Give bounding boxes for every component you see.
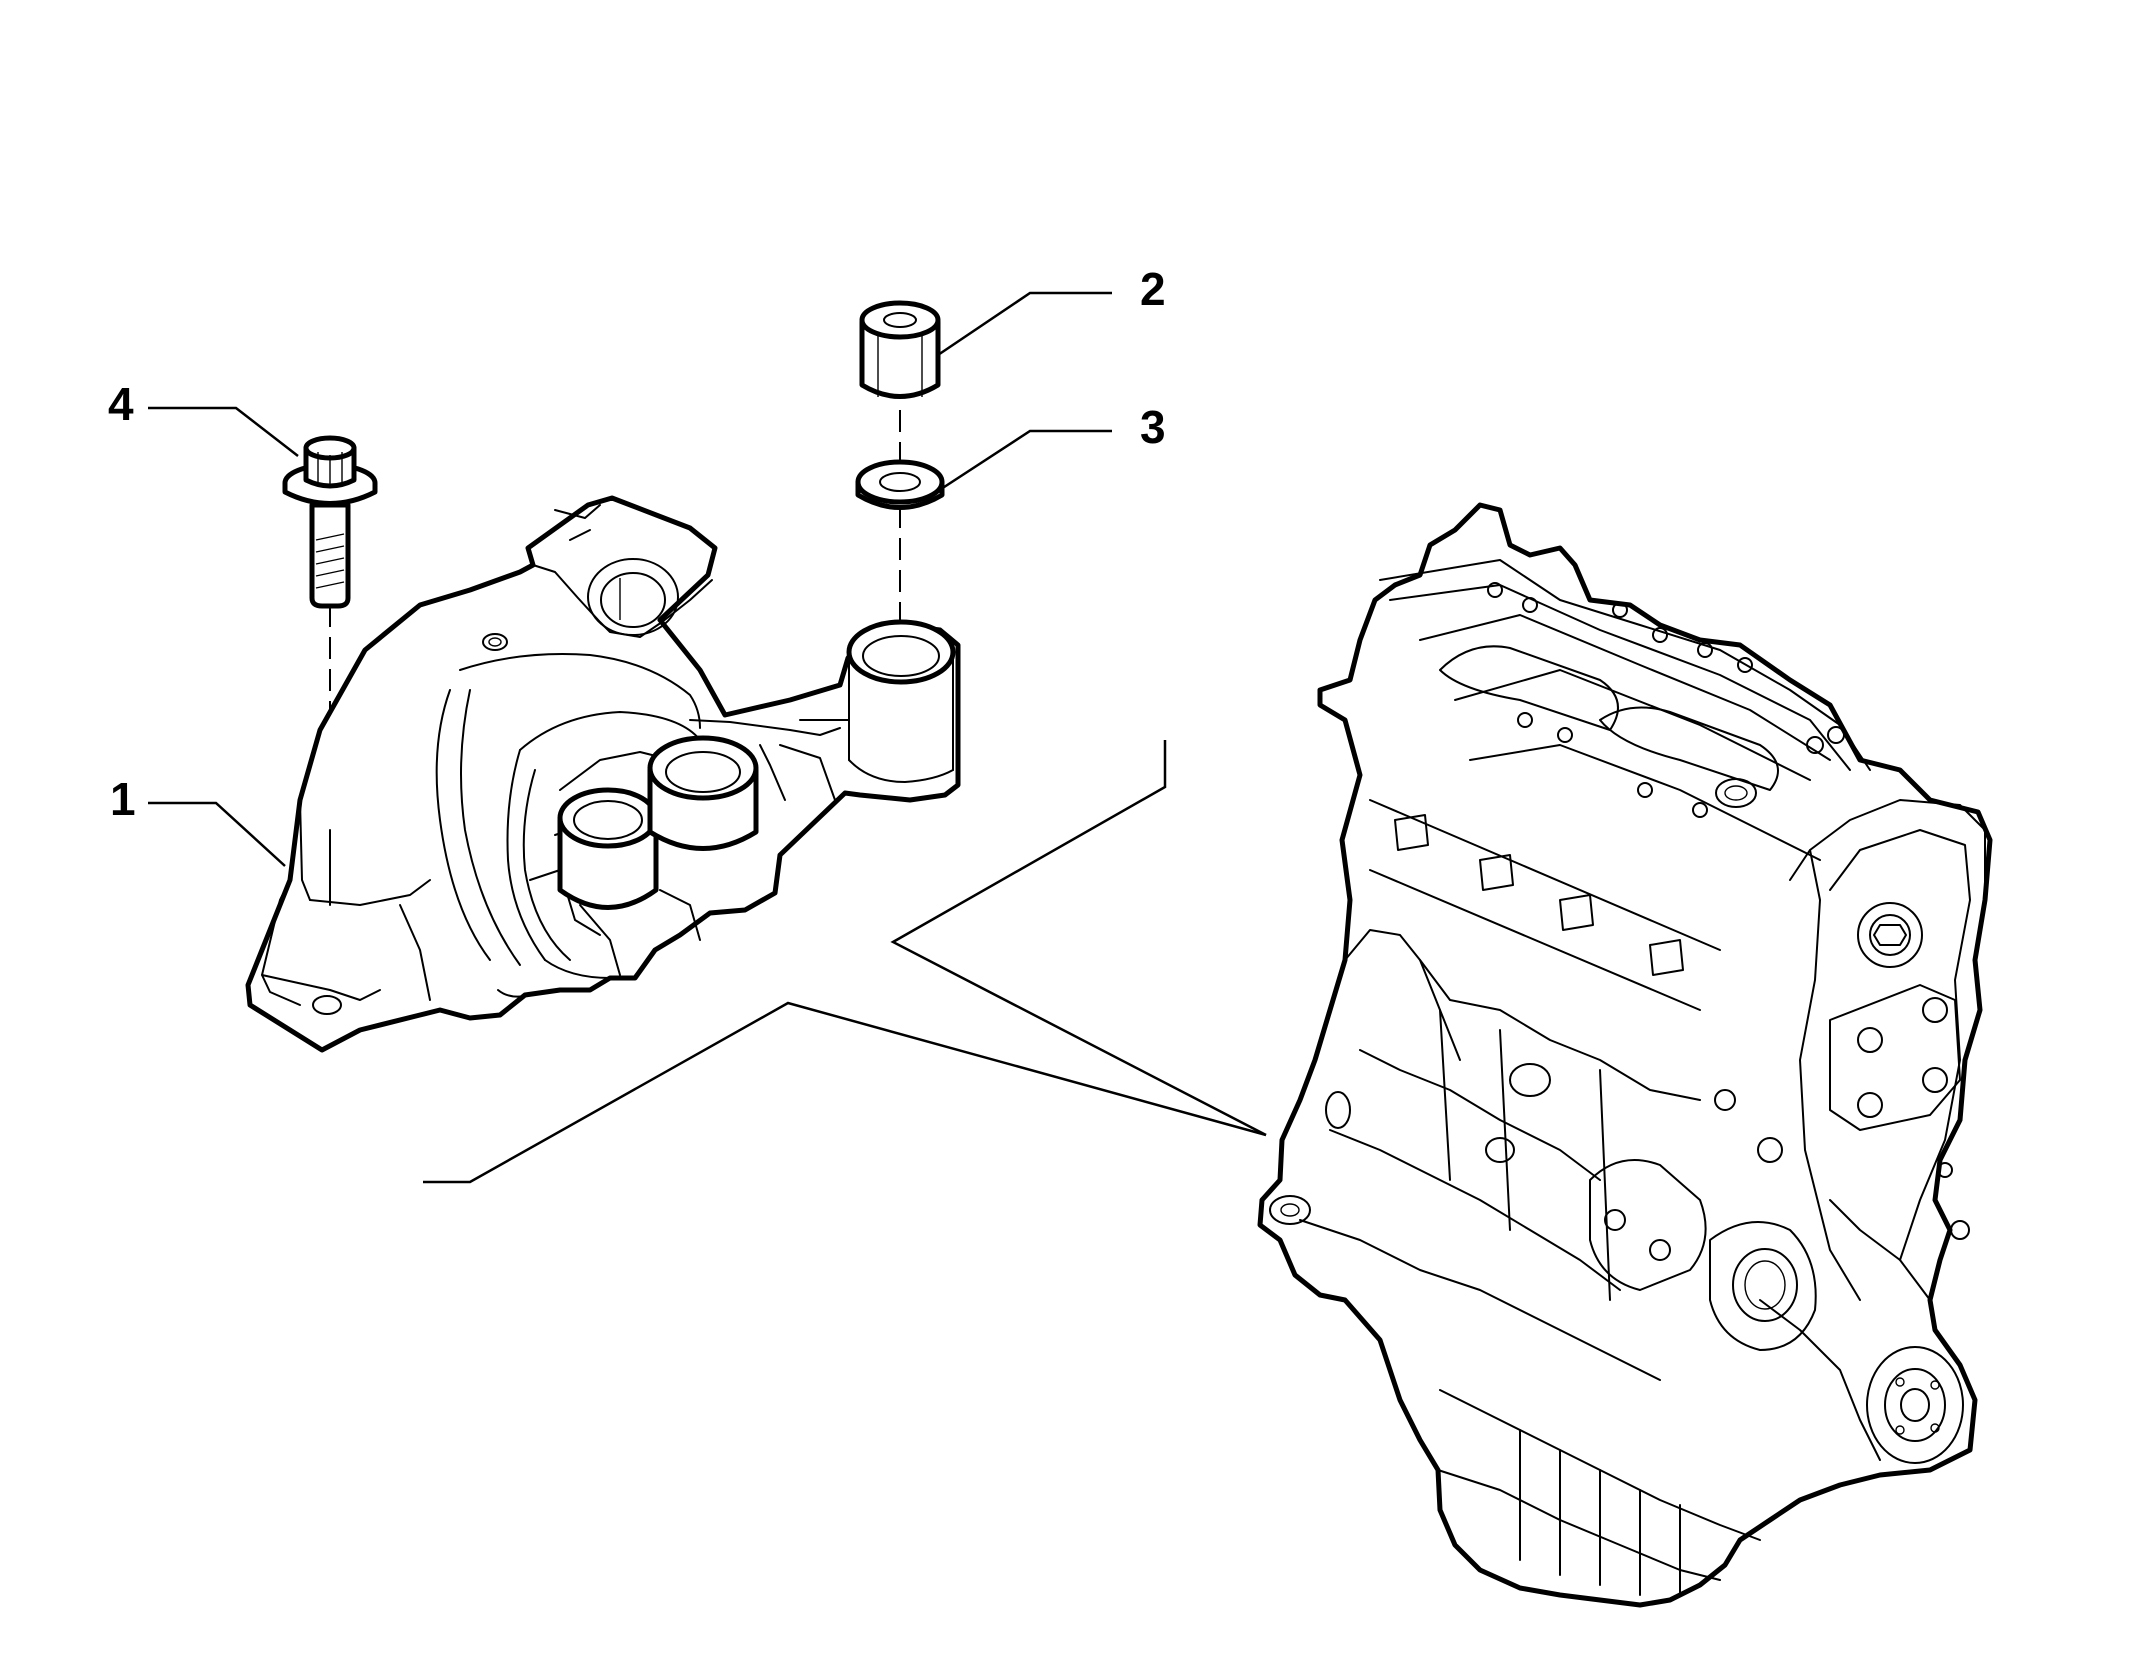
callout-label-3[interactable]: 3 [1140, 401, 1166, 453]
engine-assembly [1257, 502, 1993, 1608]
engine-line-right [890, 740, 1267, 1137]
washer-part-3[interactable] [855, 459, 945, 510]
callout-label-2[interactable]: 2 [1140, 263, 1166, 315]
hex-nut-part-2[interactable] [859, 300, 941, 399]
leader-line-4 [148, 406, 299, 457]
leader-line-3 [934, 429, 1112, 495]
engine-line-left [423, 1001, 1267, 1184]
callout-label-1[interactable]: 1 [110, 773, 136, 825]
bushing-right [647, 735, 759, 851]
intake-ports [1369, 799, 1721, 1011]
leader-lines [148, 291, 1112, 867]
cover-bolts [1487, 582, 1845, 818]
callout-label-4[interactable]: 4 [108, 378, 134, 430]
engine-block-outline [1257, 502, 1993, 1608]
bushing-left [557, 787, 659, 910]
leader-line-2 [934, 291, 1112, 359]
leader-line-1 [148, 801, 286, 867]
engine-mount-bracket-part-1[interactable] [245, 495, 961, 1053]
engine-association-lines [423, 740, 1267, 1184]
flange-bolt-part-4[interactable] [282, 435, 378, 609]
